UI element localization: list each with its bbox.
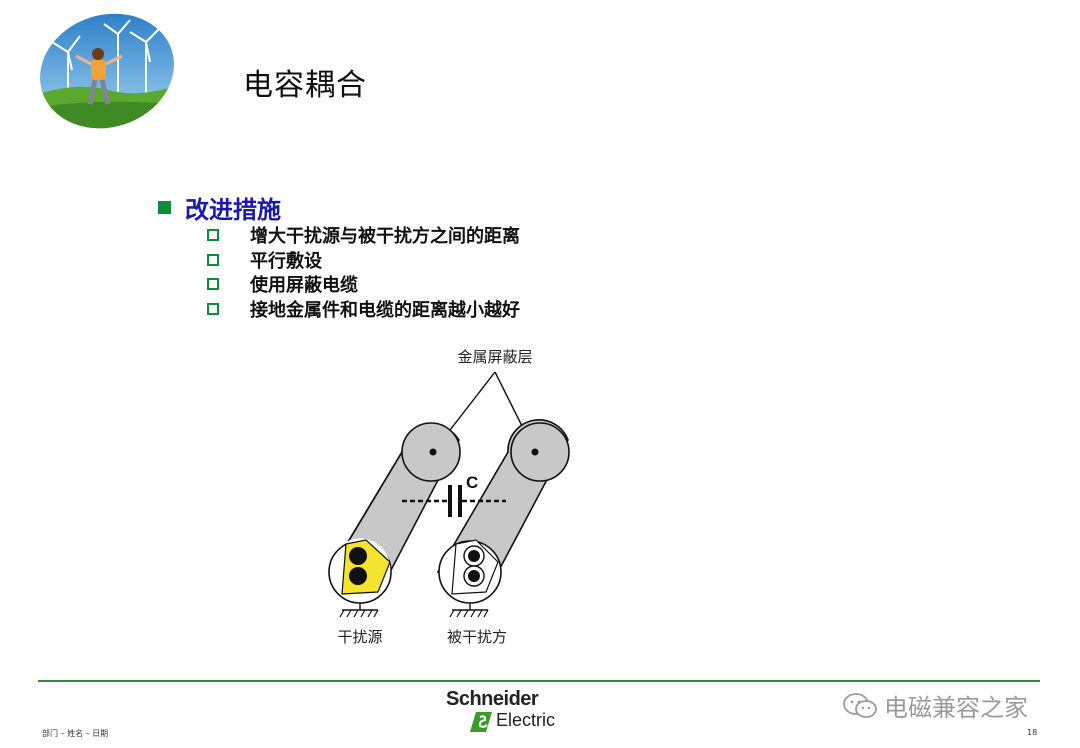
source-cable (328, 422, 461, 618)
victim-label: 被干扰方 (447, 628, 507, 646)
filled-square-bullet-icon (158, 201, 171, 214)
bullet-text: 增大干扰源与被干扰方之间的距离 (250, 226, 520, 248)
bullet-text: 平行敷设 (250, 250, 322, 272)
watermark-text: 电磁兼容之家 (884, 694, 1028, 722)
shield-label: 金属屏蔽层 (457, 348, 532, 366)
bullet-item: 增大干扰源与被干扰方之间的距离 (207, 223, 520, 248)
watermark: 电磁兼容之家 (842, 688, 1028, 723)
hollow-square-bullet-icon (207, 253, 219, 266)
bullet-text: 接地金属件和电缆的距离越小越好 (250, 299, 520, 321)
page-number: 18 (1027, 728, 1038, 737)
hollow-square-bullet-icon (207, 302, 219, 315)
source-label: 干扰源 (337, 628, 382, 646)
slide-title: 电容耦合 (243, 68, 367, 103)
source-conductors (341, 539, 391, 595)
logo-line2: Electric (496, 710, 556, 730)
hollow-square-bullet-icon (207, 229, 219, 242)
schneider-electric-logo: Schneider Electric (446, 688, 570, 736)
wind-turbine-photo (38, 12, 176, 130)
footer-divider (38, 680, 1040, 682)
bullet-item: 平行敷设 (207, 248, 520, 273)
capacitor-label: C (466, 473, 478, 492)
victim-conductors (451, 539, 499, 595)
bullet-item: 接地金属件和电缆的距离越小越好 (207, 297, 520, 322)
bullet-list: 增大干扰源与被干扰方之间的距离 平行敷设 使用屏蔽电缆 接地金属件和电缆的距离越… (207, 223, 520, 321)
wechat-icon (843, 692, 877, 718)
logo-line1: Schneider (446, 688, 539, 710)
section-heading-text: 改进措施 (185, 196, 281, 224)
schneider-logo-icon (470, 712, 492, 732)
bullet-item: 使用屏蔽电缆 (207, 272, 520, 297)
hollow-square-bullet-icon (207, 278, 219, 291)
section-heading: 改进措施 (158, 190, 281, 225)
footer-meta: 部门 – 姓名 – 日期 (42, 729, 109, 738)
capacitor-symbol (402, 485, 506, 517)
capacitive-coupling-diagram: 金属屏蔽层 (328, 348, 570, 646)
bullet-text: 使用屏蔽电缆 (250, 275, 358, 297)
victim-cable (436, 419, 570, 618)
